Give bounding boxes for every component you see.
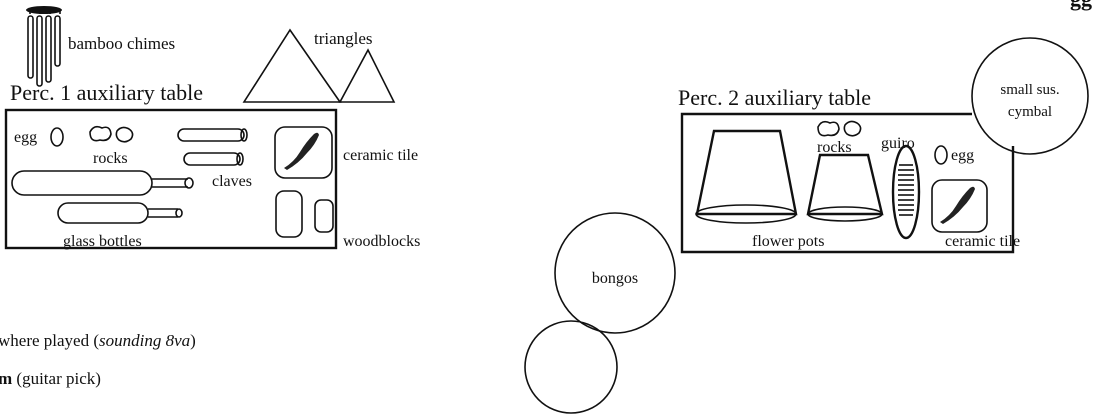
perc1-egg-icon (50, 127, 64, 147)
perc1-rocks-icon (89, 125, 134, 143)
bamboo-chimes-label: bamboo chimes (68, 34, 175, 53)
note-line-1: where played (sounding 8va) (0, 331, 196, 350)
perc2-egg-label: egg (951, 147, 974, 164)
claves-icon (177, 128, 248, 166)
perc1-rocks-label: rocks (93, 150, 128, 167)
perc1-egg-label: egg (14, 129, 37, 146)
flower-pots-label: flower pots (752, 233, 824, 250)
triangles-label: triangles (314, 29, 373, 48)
bongo-large-icon (554, 212, 676, 334)
perc1-table (4, 108, 338, 250)
top-note-fragment: gg (1070, 0, 1092, 11)
claves-label: claves (212, 173, 252, 190)
note-line-2: m (guitar pick) (0, 369, 101, 388)
guiro-label: guiro (881, 135, 915, 152)
perc1-ceramic-tile-icon (274, 126, 333, 179)
perc2-rocks-icon (817, 120, 862, 137)
flower-pot-large-icon (695, 129, 798, 224)
woodblocks-label: woodblocks (343, 233, 420, 250)
perc2-table (680, 112, 1015, 254)
glass-bottles-label: glass bottles (63, 233, 142, 250)
guiro-icon (891, 144, 921, 240)
perc2-ceramic-tile-label: ceramic tile (945, 233, 1020, 250)
perc1-ceramic-tile-label: ceramic tile (343, 147, 418, 164)
top-bold-fragment: gg (1070, 0, 1092, 11)
flower-pot-small-icon (806, 153, 884, 222)
small-cymbal-icon (971, 37, 1089, 155)
perc2-ceramic-tile-icon (931, 179, 988, 233)
perc1-table-title: Perc. 1 auxiliary table (10, 80, 203, 105)
perc2-egg-icon (934, 145, 948, 165)
perc2-table-title: Perc. 2 auxiliary table (678, 85, 871, 110)
small-cymbal-label-line1: small sus. (1000, 82, 1059, 98)
triangle-large-icon (242, 28, 342, 103)
glass-bottles-icon (11, 170, 194, 224)
triangle-small-icon (338, 48, 396, 103)
bongos-label: bongos (592, 270, 638, 287)
small-cymbal-label-line2: cymbal (1008, 104, 1052, 120)
bamboo-chimes-icon (26, 6, 62, 87)
perc2-rocks-label: rocks (817, 139, 852, 156)
woodblocks-icon (275, 190, 334, 238)
bongo-small-icon (524, 320, 618, 414)
